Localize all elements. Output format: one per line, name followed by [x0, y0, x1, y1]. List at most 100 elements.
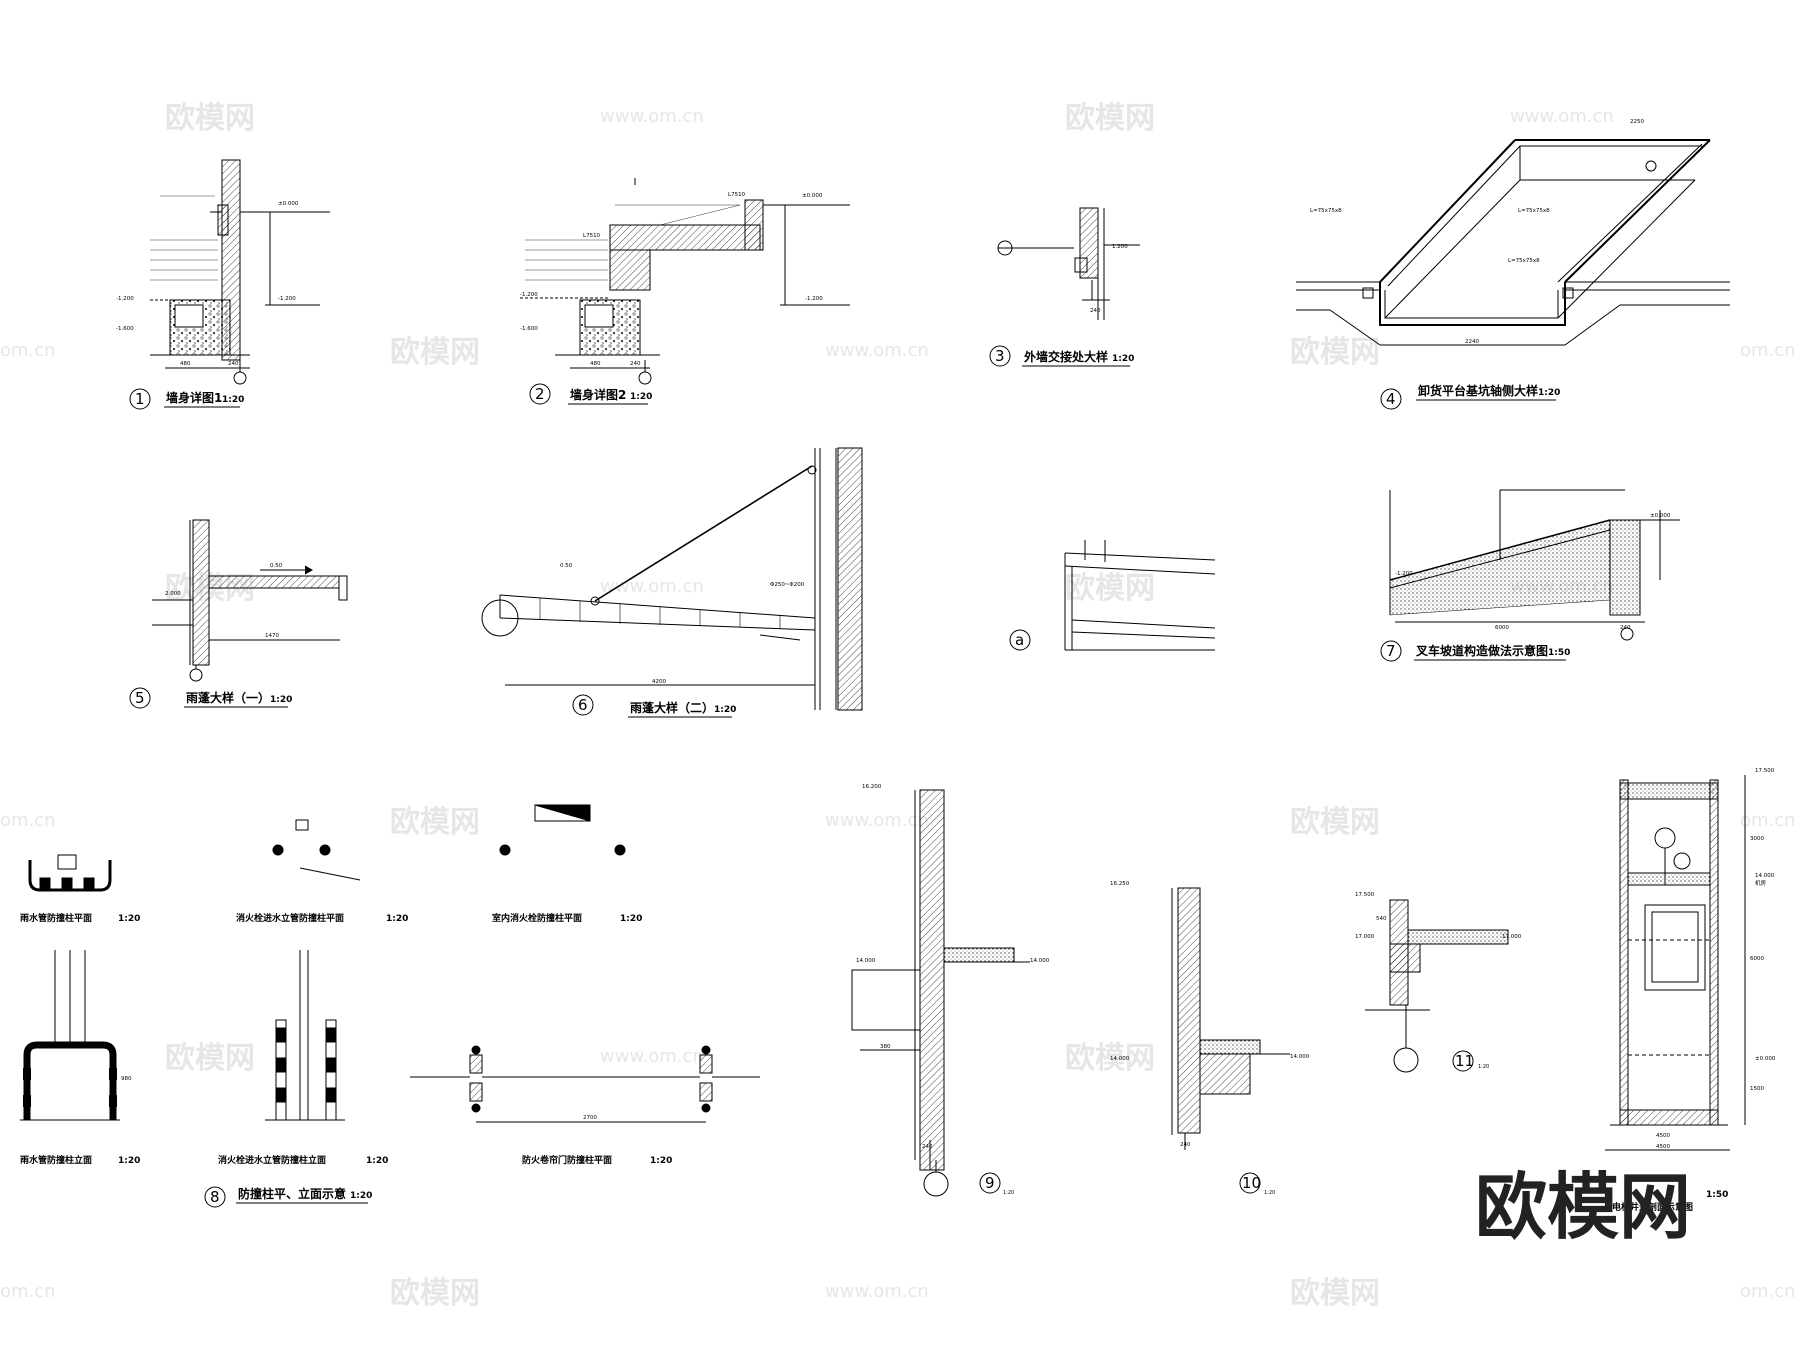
detail-10-parapet: [1171, 887, 1290, 1150]
shutter-plan-scale: 1:20: [650, 1156, 672, 1166]
watermark-url: www.om.cn: [825, 810, 929, 831]
d8-scale: 1:20: [350, 1191, 372, 1201]
d7-scale: 1:50: [1548, 648, 1570, 658]
detail-12-elevator-shaft: [1605, 775, 1746, 1151]
d8-dim-h: 980: [121, 1076, 132, 1082]
hydrant-riser-elev-title: 消火栓进水立管防撞柱立面: [218, 1154, 326, 1166]
d3-title: 外墙交接处大样: [1024, 349, 1108, 364]
d10-dim-w: 240: [1180, 1142, 1191, 1148]
d11-caption: 11 1:20: [1452, 1050, 1489, 1072]
watermark-brand: 欧模网: [1065, 571, 1155, 606]
d9-dim-x: 380: [880, 1044, 891, 1050]
d1-caption: 1 墙身详图1 1:20: [129, 388, 244, 410]
rain-elev-title: 雨水管防撞柱立面: [20, 1154, 92, 1166]
d1-level-mid: -1.200: [278, 296, 296, 302]
d10-level-top: 16.250: [1110, 881, 1130, 887]
d6-dim-len: 4200: [652, 679, 666, 685]
d4-dim-top: 2250: [1630, 119, 1644, 125]
d8-caption: 8 防撞柱平、立面示意 1:20: [204, 1186, 372, 1208]
d7-caption: 7 叉车坡道构造做法示意图 1:50: [1380, 640, 1570, 662]
d4-steel-label-3: L=75x75x8: [1508, 258, 1540, 264]
rain-elev-scale: 1:20: [118, 1156, 140, 1166]
d12-dim-h1: 3000: [1750, 836, 1764, 842]
d5-slope: 0.50: [270, 563, 283, 569]
d6-scale: 1:20: [714, 705, 736, 715]
indoor-hydrant-plan-title: 室内消火栓防撞柱平面: [492, 912, 582, 924]
da-number: a: [1015, 631, 1024, 649]
watermark-url: om.cn: [0, 1281, 56, 1302]
d10-level-right: 14.000: [1290, 1054, 1310, 1060]
shutter-plan-title: 防火卷帘门防撞柱平面: [522, 1154, 612, 1166]
watermark-brand: 欧模网: [1290, 335, 1380, 370]
d7-level-low: -1.200: [1395, 571, 1413, 577]
detail-3-wall-junction: [997, 207, 1140, 320]
d12-level-2: ±0.000: [1755, 1056, 1776, 1062]
d2-caption: 2 墙身详图2 1:20: [529, 383, 652, 405]
d2-number: 2: [535, 385, 545, 403]
watermark-brand-large: 欧模网: [1475, 1165, 1691, 1249]
d10-caption: 10 1:20: [1239, 1172, 1275, 1196]
watermark-brand: 欧模网: [390, 805, 480, 840]
watermarks: 欧模网 www.om.cn 欧模网 www.om.cn om.cn 欧模网 ww…: [0, 101, 1796, 1311]
d8-dim-w: 2700: [583, 1115, 597, 1121]
d9-dim-w: 240: [922, 1144, 933, 1150]
d2-beam-label-1: L7510: [728, 192, 746, 198]
detail-8-bollards: [20, 804, 760, 1123]
watermark-brand: 欧模网: [1290, 805, 1380, 840]
d10-scale: 1:20: [1264, 1190, 1275, 1196]
d3-dim-w: 240: [1090, 308, 1101, 314]
detail-a-canopy-end: [1064, 540, 1216, 651]
d7-level-top: ±0.000: [1650, 513, 1671, 519]
d6-rod-label: Φ250~Φ200: [770, 582, 805, 588]
d9-level-top: 16.200: [862, 784, 882, 790]
d9-number: 9: [985, 1174, 995, 1192]
d7-dim-w: 240: [1620, 625, 1631, 631]
d2-level-mid-left: -1.200: [520, 292, 538, 298]
d1-dim-a: 480: [180, 361, 191, 367]
watermark-brand: 欧模网: [165, 101, 255, 136]
d1-level-mid-left: -1.200: [116, 296, 134, 302]
d7-dim-len: 6000: [1495, 625, 1509, 631]
d2-beam-label-2: L7510: [583, 233, 601, 239]
rain-plan-scale: 1:20: [118, 914, 140, 924]
da-caption: a: [1009, 629, 1031, 651]
hydrant-riser-elev-scale: 1:20: [366, 1156, 388, 1166]
d12-machine-room: 机房: [1755, 879, 1767, 887]
watermark-brand: 欧模网: [390, 1276, 480, 1311]
watermark-url: www.om.cn: [600, 1046, 704, 1067]
watermark-brand: 欧模网: [1065, 101, 1155, 136]
d5-scale: 1:20: [270, 695, 292, 705]
d3-number: 3: [995, 347, 1005, 365]
d4-scale: 1:20: [1538, 388, 1560, 398]
d12-dim-w2: 4500: [1656, 1144, 1670, 1150]
d4-steel-label-1: L=75x75x8: [1310, 208, 1342, 214]
watermark-url: om.cn: [1740, 810, 1796, 831]
d9-caption: 9 1:20: [979, 1172, 1014, 1196]
d9-scale: 1:20: [1003, 1190, 1014, 1196]
d12-dim-w1: 4500: [1656, 1133, 1670, 1139]
watermark-url: om.cn: [0, 810, 56, 831]
d1-level-bot: -1.600: [116, 326, 134, 332]
watermark-url: www.om.cn: [600, 576, 704, 597]
d11-level-top: 17.500: [1355, 892, 1375, 898]
watermark-url: om.cn: [0, 340, 56, 361]
d2-level-top: ±0.000: [802, 193, 823, 199]
d12-dim-h2: 6000: [1750, 956, 1764, 962]
watermark-url: www.om.cn: [825, 340, 929, 361]
d9-level: 14.000: [856, 958, 876, 964]
d5-level: 2.000: [165, 591, 181, 597]
d2-title: 墙身详图2: [570, 387, 626, 402]
d10-number: 10: [1242, 1174, 1261, 1192]
watermark-brand: 欧模网: [1290, 1276, 1380, 1311]
watermark-url: www.om.cn: [1510, 106, 1614, 127]
d6-caption: 6 雨蓬大样（二） 1:20: [572, 694, 736, 718]
d4-title: 卸货平台基坑轴侧大样: [1418, 383, 1538, 398]
d4-number: 4: [1386, 390, 1396, 408]
d4-dim-bot: 2240: [1465, 339, 1479, 345]
d11-scale: 1:20: [1478, 1064, 1489, 1070]
d12-level-top: 17.500: [1755, 768, 1775, 774]
d1-number: 1: [135, 390, 145, 408]
d4-caption: 4 卸货平台基坑轴侧大样 1:20: [1380, 383, 1560, 410]
d3-level: 1.200: [1112, 244, 1128, 250]
